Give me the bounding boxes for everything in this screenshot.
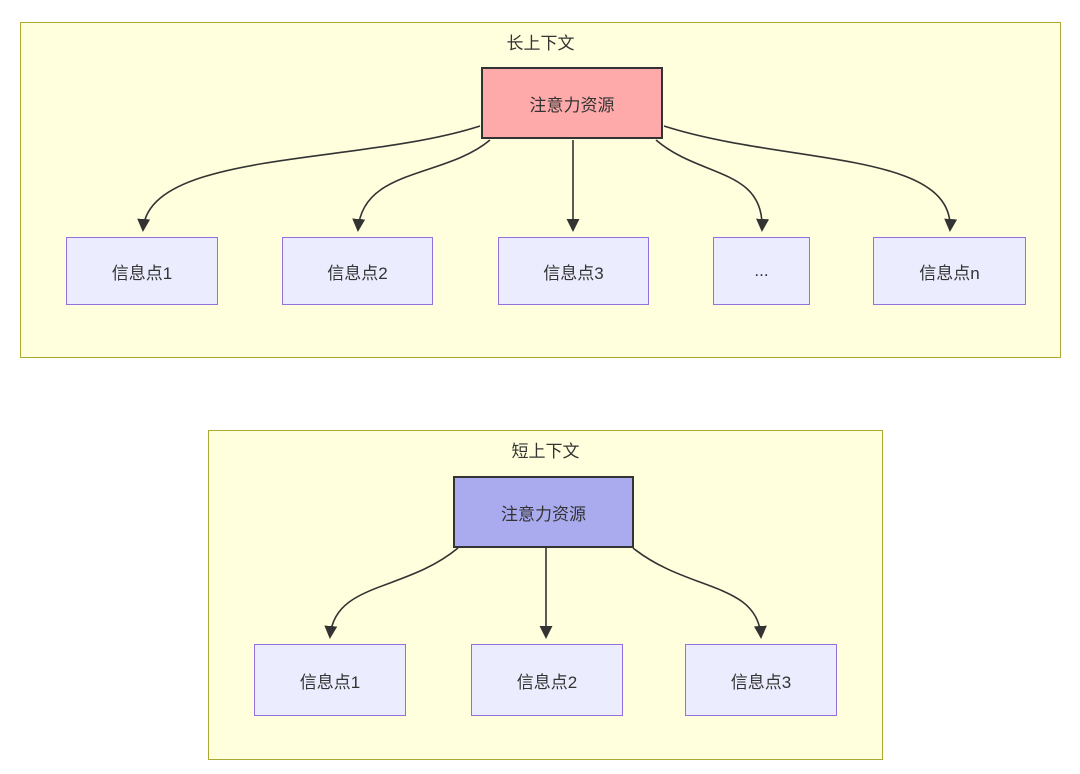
node-long-info-point-2: 信息点2 bbox=[282, 237, 433, 305]
node-short-info-point-3: 信息点3 bbox=[685, 644, 837, 716]
cluster-long-context-title: 长上下文 bbox=[506, 34, 575, 53]
node-long-info-point-n: 信息点n bbox=[873, 237, 1026, 305]
node-long-info-point-ellipsis: ... bbox=[713, 237, 810, 305]
node-long-info-point-1: 信息点1 bbox=[66, 237, 218, 305]
node-attention-resource-short: 注意力资源 bbox=[453, 476, 634, 548]
node-short-info-point-1: 信息点1 bbox=[254, 644, 406, 716]
node-attention-resource-long: 注意力资源 bbox=[481, 67, 663, 139]
cluster-short-context-title: 短上下文 bbox=[511, 442, 580, 461]
node-short-info-point-2: 信息点2 bbox=[471, 644, 623, 716]
node-long-info-point-3: 信息点3 bbox=[498, 237, 649, 305]
